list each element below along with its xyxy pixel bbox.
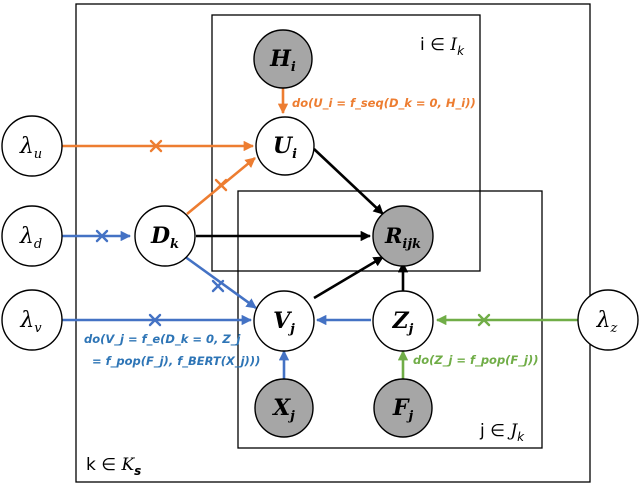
svg-text:Xj: Xj [271, 395, 295, 424]
cut-mark-lambda-v-edge [148, 313, 162, 327]
svg-text:Fj: Fj [392, 395, 414, 424]
node-r: Rijk [372, 205, 434, 267]
svg-text:Rijk: Rijk [384, 223, 421, 252]
node-d: Dk [134, 205, 196, 267]
svg-text:Ui: Ui [273, 133, 297, 162]
cut-mark-lambda-z-edge [477, 313, 491, 327]
plate-label-outer: k ∈ Ks [86, 455, 141, 478]
node-lambda-z: λz [577, 289, 639, 351]
node-x: Xj [254, 378, 314, 438]
plate-outer-k [75, 3, 591, 483]
node-lambda-d: λd [1, 205, 63, 267]
edge-u-to-r [313, 148, 384, 215]
edge-v-to-r [313, 255, 384, 300]
edge-d-to-v [183, 254, 257, 310]
svg-text:Zj: Zj [392, 308, 414, 337]
plate-label-item: j ∈ Jk [479, 421, 525, 444]
node-v: Vj [253, 290, 315, 352]
do-annotation-z: do(Z_j = f_pop(F_j)) [413, 353, 539, 368]
node-lambda-v: λv [1, 289, 63, 351]
svg-text:Vj: Vj [273, 308, 295, 337]
svg-text:λu: λu [19, 134, 42, 162]
cut-mark-lambda-u-edge [149, 139, 163, 153]
do-annotation-v-line1: do(V_j = f_e(D_k = 0, Z_j [84, 332, 241, 347]
cut-mark-lambda-d-edge [95, 229, 109, 243]
node-f: Fj [373, 378, 433, 438]
cut-mark-d-u-edge [214, 178, 228, 192]
svg-text:λz: λz [596, 308, 618, 336]
cut-mark-d-v-edge [211, 279, 225, 293]
svg-text:λv: λv [19, 308, 42, 336]
node-lambda-u: λu [1, 115, 63, 177]
node-z: Zj [372, 290, 434, 352]
svg-text:Hi: Hi [269, 46, 296, 75]
svg-text:λd: λd [19, 224, 42, 252]
do-annotation-v-line2: = f_pop(F_j), f_BERT(X_j))) [92, 354, 260, 369]
plate-user-i [211, 14, 481, 272]
svg-text:Dk: Dk [150, 223, 179, 252]
plate-label-user: i ∈ Ik [420, 35, 465, 58]
node-h: Hi [253, 29, 313, 89]
do-annotation-u: do(U_i = f_seq(D_k = 0, H_i)) [292, 96, 476, 111]
node-u: Ui [255, 116, 315, 176]
